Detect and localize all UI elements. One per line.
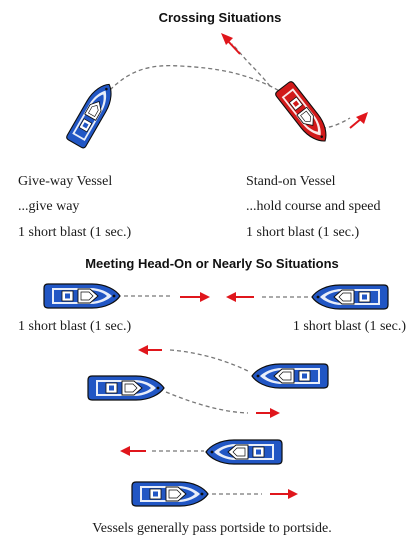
pass-third-vessel-icon: [205, 439, 283, 465]
head-on-left-vessel-icon: [43, 283, 121, 309]
give-way-vessel-label: Give-way Vessel: [18, 174, 112, 189]
head-on-right-vessel-icon: [311, 284, 389, 310]
pass-fourth-vessel-icon: [131, 481, 209, 507]
stand-on-signal-label: 1 short blast (1 sec.): [246, 225, 359, 240]
passing-lower-course-path: [165, 391, 249, 414]
crossing-course-path-stand-on: [321, 117, 351, 129]
head-on-right-arrow-icon: [226, 292, 254, 302]
head-on-left-arrow-icon: [180, 292, 210, 302]
passing-upper-course-path: [169, 349, 251, 373]
crossing-arrow-upper-icon: [221, 33, 241, 55]
stand-on-action-label: ...hold course and speed: [246, 199, 381, 214]
footer-caption: Vessels generally pass portside to ports…: [92, 521, 332, 536]
passing-lower-arrow-icon: [256, 408, 280, 418]
crossing-arrow-lower-icon: [349, 112, 368, 129]
pass-third-arrow-icon: [120, 446, 146, 456]
crossing-course-path-upper: [231, 43, 271, 87]
meeting-title: Meeting Head-On or Nearly So Situations: [85, 256, 339, 271]
crossing-course-path-give-way: [109, 64, 297, 107]
passing-lower-left-vessel-icon: [87, 375, 165, 401]
stand-on-vessel-label: Stand-on Vessel: [246, 174, 336, 189]
pass-fourth-arrow-icon: [270, 489, 298, 499]
head-on-right-signal-label: 1 short blast (1 sec.): [293, 319, 406, 334]
give-way-action-label: ...give way: [18, 199, 79, 214]
crossing-title: Crossing Situations: [159, 10, 282, 25]
give-way-signal-label: 1 short blast (1 sec.): [18, 225, 131, 240]
passing-upper-arrow-icon: [138, 345, 162, 355]
head-on-left-signal-label: 1 short blast (1 sec.): [18, 319, 131, 334]
passing-upper-right-vessel-icon: [251, 363, 329, 389]
give-way-vessel-icon: [65, 78, 119, 150]
stand-on-vessel-icon: [273, 79, 335, 149]
